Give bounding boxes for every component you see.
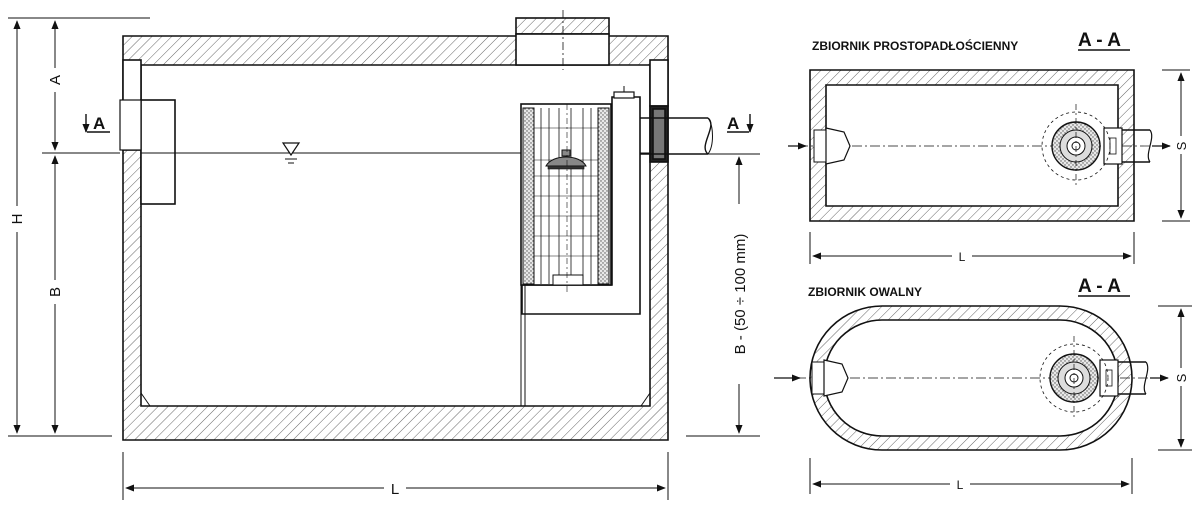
- rect-tank-plan: [798, 69, 1153, 222]
- outlet-chamber: [521, 96, 641, 315]
- label-a: A: [47, 75, 64, 85]
- inlet-fitting: [140, 99, 176, 205]
- oval-section-label: A - A: [1078, 276, 1121, 297]
- tank-walls: [122, 35, 669, 441]
- oval-label-l: L: [957, 478, 964, 492]
- rect-label-l: L: [959, 250, 966, 264]
- main-side-view: [119, 10, 713, 441]
- oval-tank-title: ZBIORNIK OWALNY: [808, 285, 922, 299]
- rect-tank-title: ZBIORNIK PROSTOPADŁOŚCIENNY: [812, 38, 1018, 53]
- rect-tank-walls: [809, 69, 1135, 222]
- label-l: L: [391, 481, 399, 498]
- coalescing-filter: [520, 103, 612, 292]
- oval-tank-plan: [796, 305, 1150, 451]
- section-mark-left: A: [93, 114, 105, 133]
- label-b: B: [47, 287, 64, 297]
- oval-label-s: S: [1174, 373, 1189, 382]
- oval-tank-walls: [809, 305, 1133, 451]
- water-level-symbol: [281, 142, 301, 157]
- section-mark-right: A: [727, 114, 739, 133]
- inspection-cover: [515, 17, 610, 35]
- rect-label-s: S: [1174, 141, 1189, 150]
- label-b-outlet: B - (50 ÷ 100 mm): [732, 234, 749, 355]
- rect-section-label: A - A: [1078, 30, 1121, 51]
- label-h: H: [9, 214, 26, 225]
